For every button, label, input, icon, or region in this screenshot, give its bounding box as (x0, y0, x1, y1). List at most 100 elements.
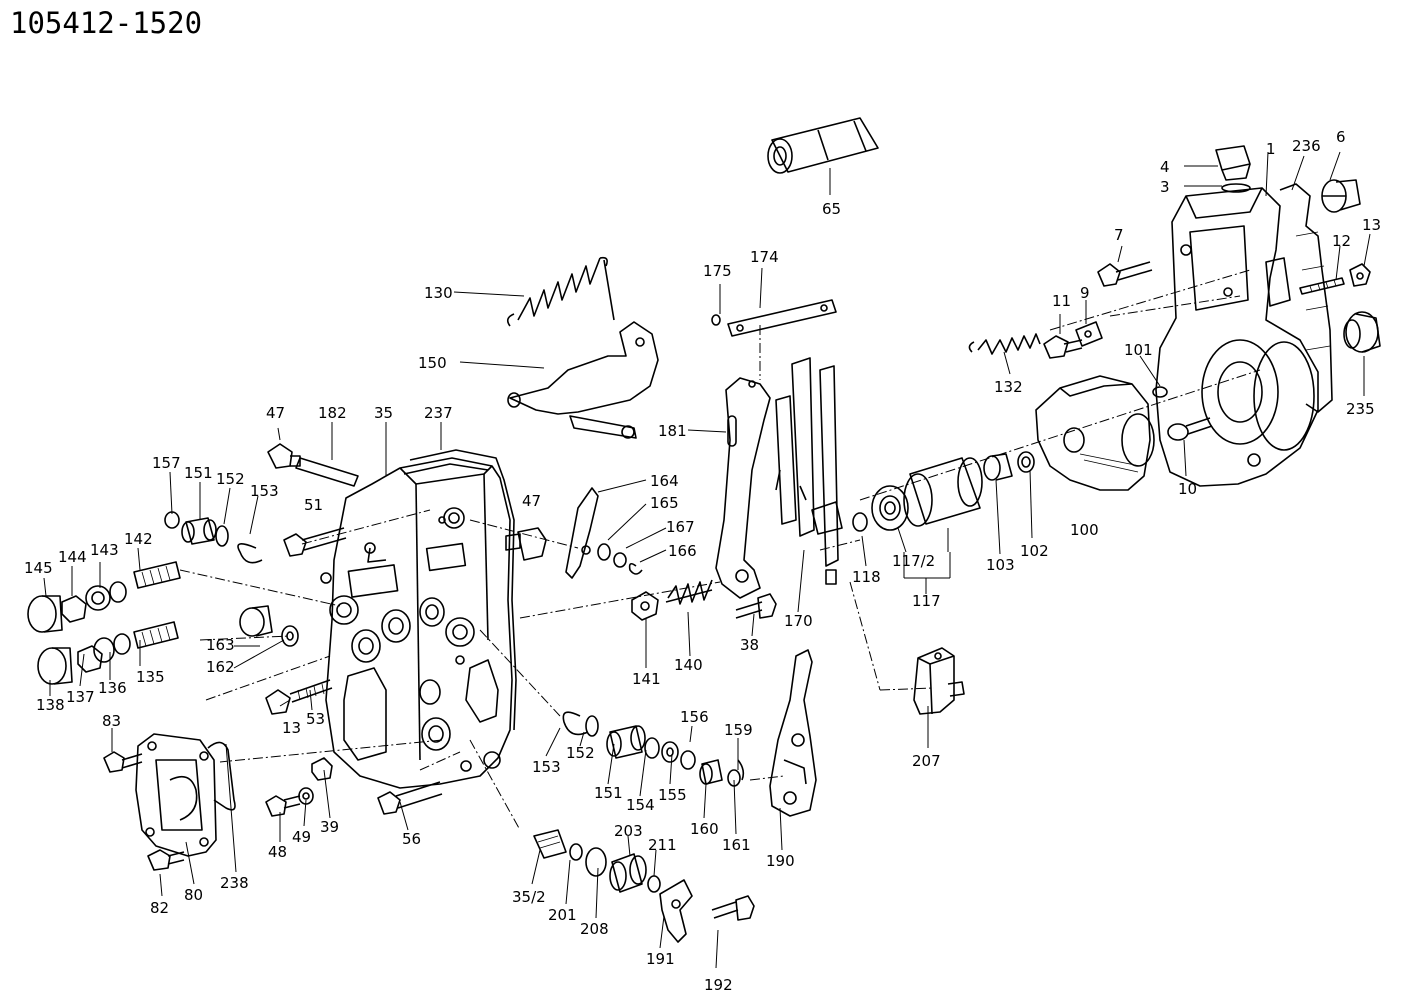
label-47-top: 47 (266, 404, 285, 422)
label-153-bottom: 153 (532, 758, 561, 776)
part-138-cap-nut (37, 647, 73, 685)
label-51: 51 (304, 496, 323, 514)
label-38: 38 (740, 636, 759, 654)
part-83-bolt (103, 751, 143, 773)
label-3: 3 (1160, 178, 1170, 196)
label-53: 53 (306, 710, 325, 728)
label-130: 130 (424, 284, 453, 302)
part-101-cap (1152, 386, 1168, 398)
part-38-bolt (735, 593, 777, 619)
part-137-nut (77, 645, 103, 673)
label-165: 165 (650, 494, 679, 512)
part-143-washers (85, 581, 127, 611)
part-237-gasket (403, 449, 517, 731)
part-11-bolt (1043, 335, 1083, 359)
label-100: 100 (1070, 521, 1099, 539)
part-192-bolt (711, 895, 755, 921)
label-181: 181 (658, 422, 687, 440)
part-135-screw (133, 621, 179, 649)
label-142: 142 (124, 530, 153, 548)
part-170-lever (775, 357, 843, 585)
label-153-top: 153 (250, 482, 279, 500)
label-135: 135 (136, 668, 165, 686)
label-182: 182 (318, 404, 347, 422)
part-163-plug (239, 605, 273, 637)
label-159: 159 (724, 721, 753, 739)
label-11: 11 (1052, 292, 1071, 310)
label-47-mid: 47 (522, 492, 541, 510)
part-145-cap-nut (27, 595, 63, 633)
part-182-pin (295, 457, 359, 487)
part-208-washer (585, 847, 607, 877)
label-9: 9 (1080, 284, 1090, 302)
part-161-washer (727, 769, 741, 787)
part-136-washers (93, 633, 131, 663)
label-10: 10 (1178, 480, 1197, 498)
label-235: 235 (1346, 400, 1375, 418)
part-140-spring (665, 579, 713, 605)
part-207-switch (913, 647, 965, 715)
part-47-bolt-top (267, 443, 301, 469)
label-1: 1 (1266, 140, 1276, 158)
label-35-2: 35/2 (512, 888, 546, 906)
label-141: 141 (632, 670, 661, 688)
part-labels: 65 4 3 1 236 6 7 12 13 174 175 130 11 9 … (24, 128, 1381, 994)
part-13-nut-left (265, 689, 291, 715)
label-161: 161 (722, 836, 751, 854)
part-151-bushing-bottom (606, 725, 646, 759)
label-164: 164 (650, 472, 679, 490)
part-9-bracket (1075, 321, 1103, 347)
part-211-washer (647, 875, 661, 893)
label-163: 163 (206, 636, 235, 654)
label-138: 138 (36, 696, 65, 714)
part-181-lever (715, 377, 771, 599)
label-12: 12 (1332, 232, 1351, 250)
part-35-governor-housing (320, 457, 513, 789)
part-47-bolt-mid (505, 527, 547, 561)
part-190-lever (769, 649, 817, 817)
part-151-bushing-top (181, 517, 217, 545)
label-83: 83 (102, 712, 121, 730)
label-101: 101 (1124, 341, 1153, 359)
label-82: 82 (150, 899, 169, 917)
part-203-bushing (609, 853, 647, 893)
part-12-stud (1299, 277, 1345, 295)
part-164-plate (565, 487, 599, 579)
label-192: 192 (704, 976, 733, 994)
part-100-cover (1035, 375, 1155, 491)
part-117-sleeve (903, 457, 983, 527)
part-48-bolt (265, 795, 301, 817)
label-117-2: 117/2 (892, 552, 935, 570)
label-65: 65 (822, 200, 841, 218)
label-156: 156 (680, 708, 709, 726)
label-166: 166 (668, 542, 697, 560)
label-7: 7 (1114, 226, 1124, 244)
part-82-bolt (147, 849, 185, 871)
label-118: 118 (852, 568, 881, 586)
label-211: 211 (648, 836, 677, 854)
label-13-left: 13 (282, 719, 301, 737)
label-35: 35 (374, 404, 393, 422)
label-136: 136 (98, 679, 127, 697)
label-103: 103 (986, 556, 1015, 574)
part-4-plug (1215, 145, 1251, 193)
label-152-top: 152 (216, 470, 245, 488)
part-80-cover (135, 733, 217, 857)
label-167: 167 (666, 518, 695, 536)
part-155-washer (661, 741, 679, 763)
label-102: 102 (1020, 542, 1049, 560)
assembly-axes (179, 269, 1261, 831)
part-162-washer (281, 625, 299, 647)
label-137: 137 (66, 688, 95, 706)
label-39: 39 (320, 818, 339, 836)
part-35-2-nozzle (533, 829, 567, 859)
label-208: 208 (580, 920, 609, 938)
part-174-link (727, 299, 837, 337)
label-132: 132 (994, 378, 1023, 396)
label-236: 236 (1292, 137, 1321, 155)
part-166-clip (628, 562, 643, 575)
diagram-title: 105412-1520 (10, 6, 203, 40)
part-132-spring (968, 333, 1041, 355)
part-157-washer (164, 511, 180, 529)
part-236-gasket (1279, 183, 1333, 413)
